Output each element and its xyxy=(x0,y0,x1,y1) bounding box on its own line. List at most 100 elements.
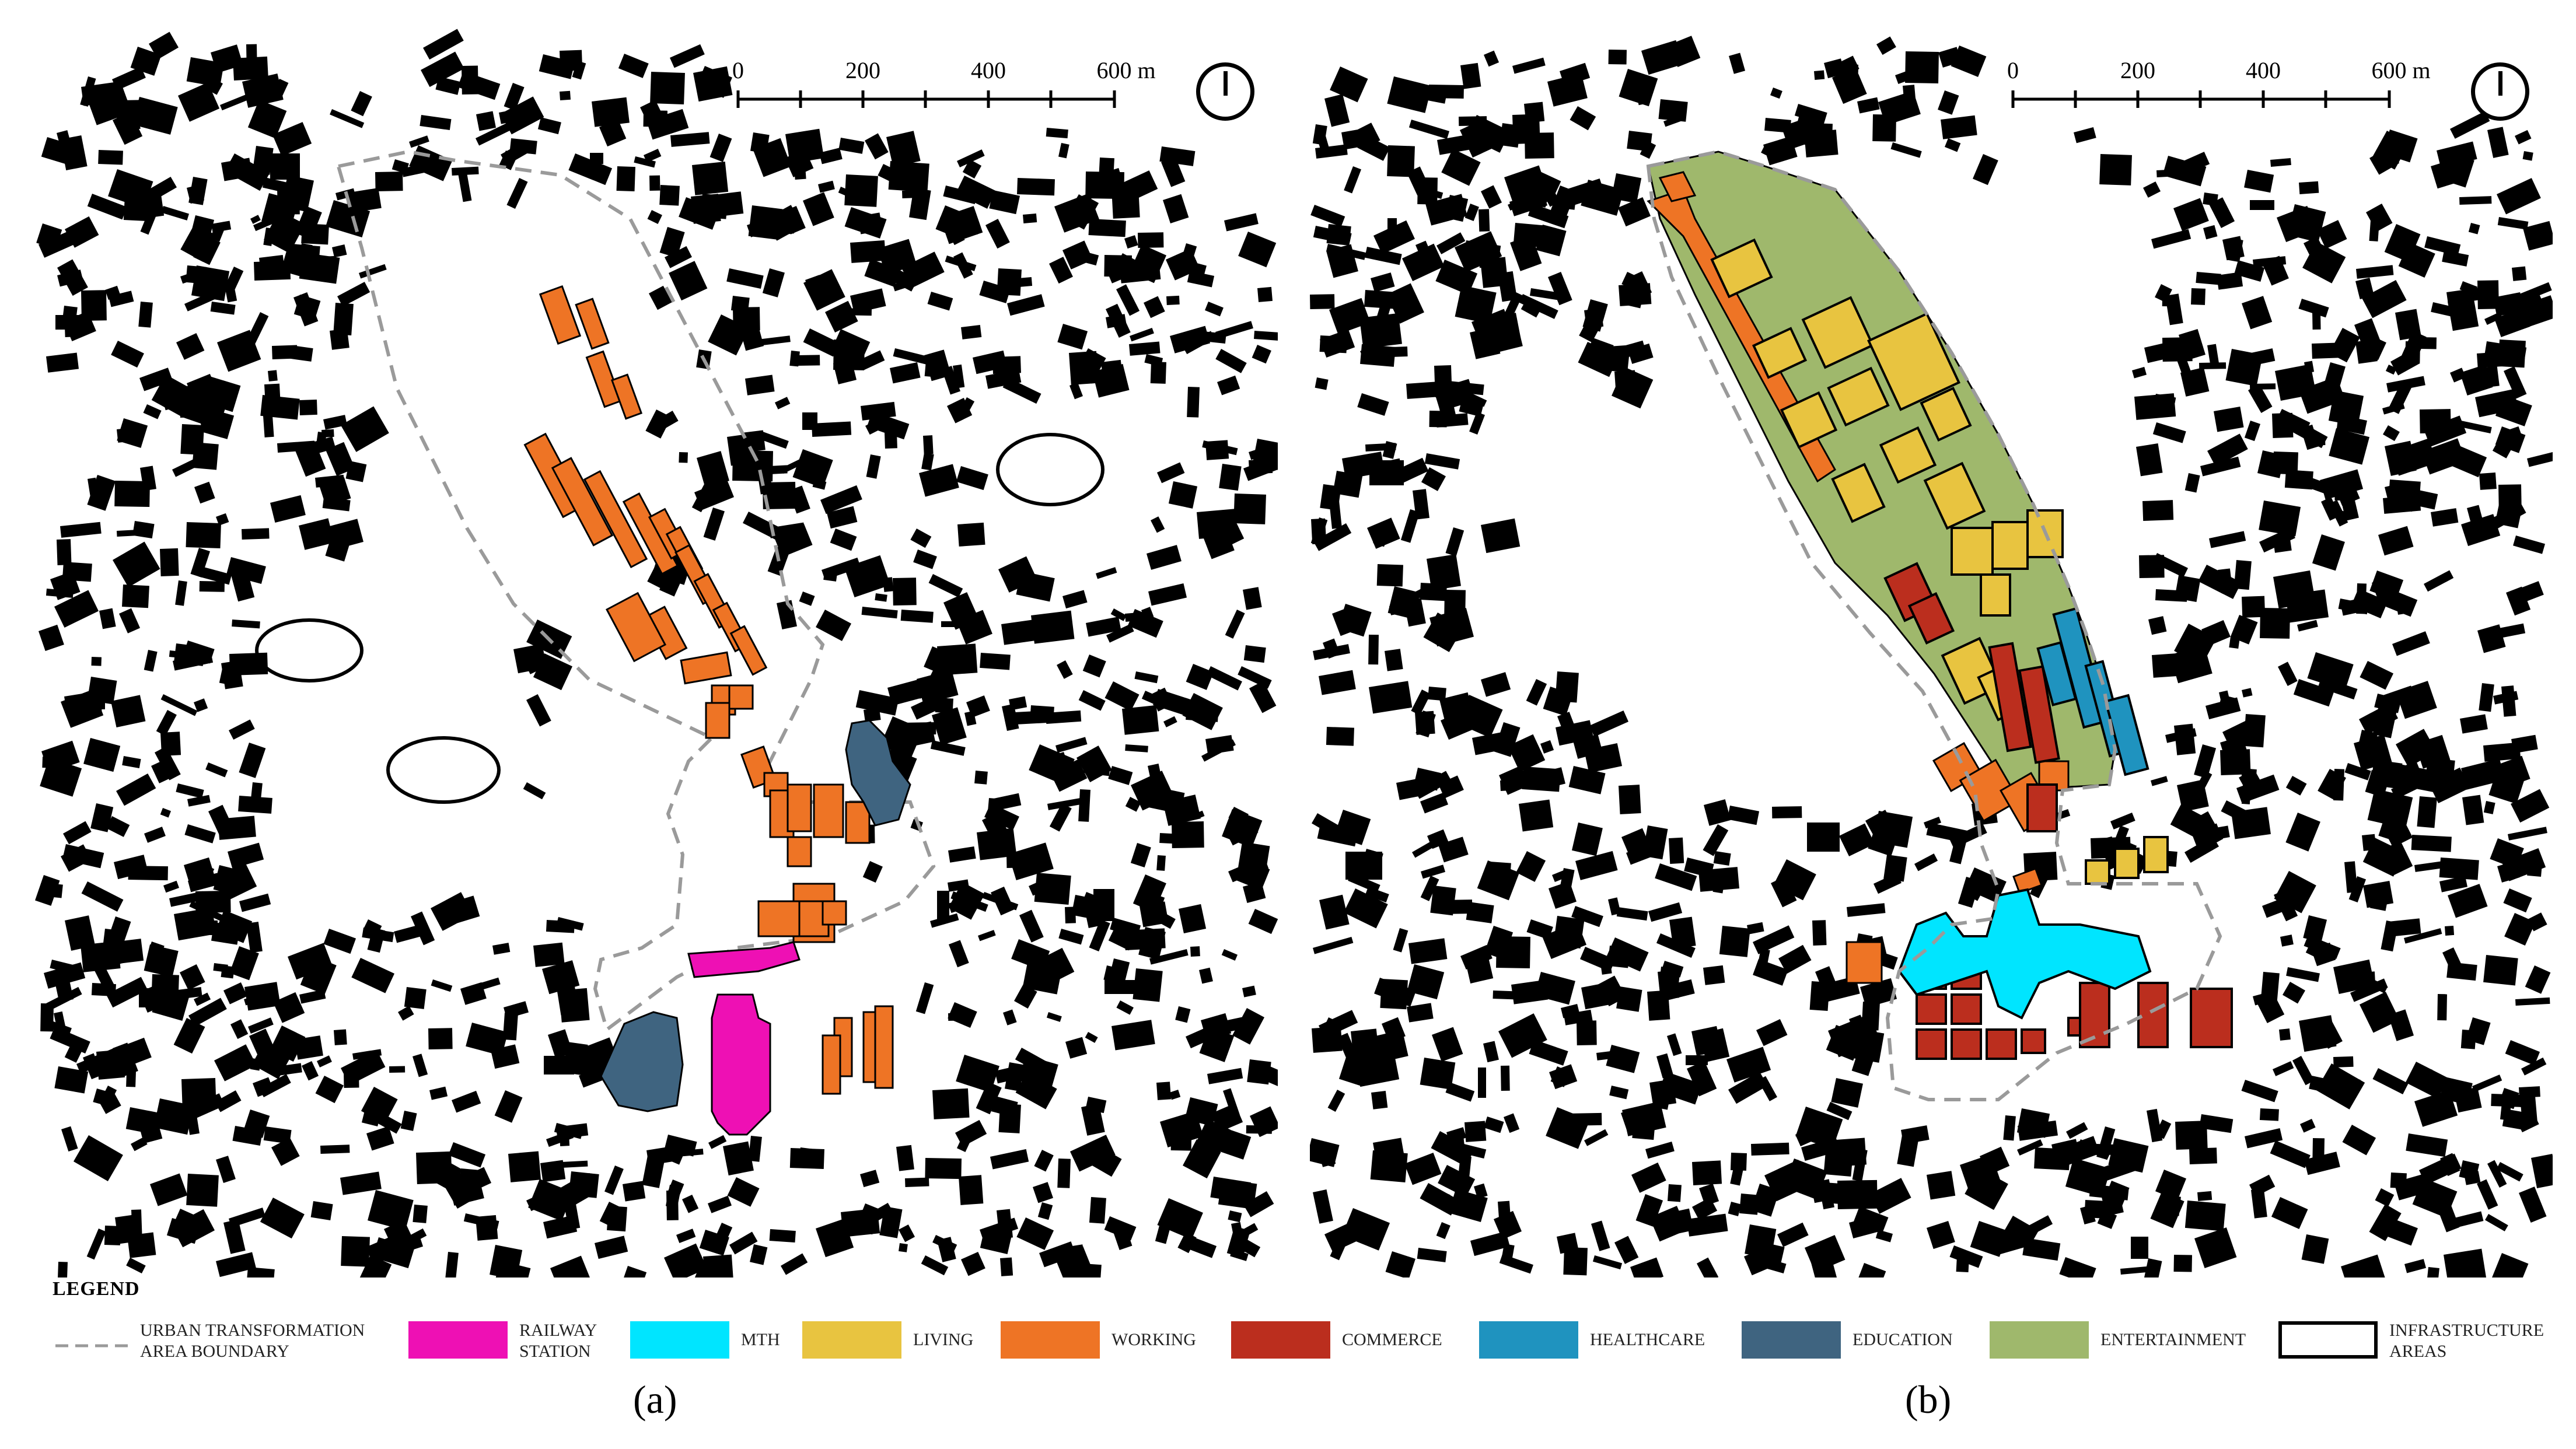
building-footprint xyxy=(1901,1125,1930,1144)
building-footprint xyxy=(1703,824,1729,856)
building-footprint xyxy=(1575,850,1618,880)
building-footprint xyxy=(935,698,953,713)
building-footprint xyxy=(2396,729,2437,768)
building-footprint xyxy=(1499,123,1521,148)
building-footprint xyxy=(221,660,243,690)
building-footprint xyxy=(2333,769,2344,801)
building-footprint xyxy=(1927,1171,1956,1200)
building-footprint xyxy=(421,51,464,88)
building-footprint xyxy=(65,915,96,951)
building-footprint xyxy=(463,1213,499,1229)
building-footprint xyxy=(1540,740,1554,754)
building-footprint xyxy=(1525,169,1561,204)
building-footprint xyxy=(1474,1183,1488,1199)
building-footprint xyxy=(919,464,959,497)
building-footprint xyxy=(1408,120,1450,139)
building-footprint xyxy=(2348,876,2367,902)
building-footprint xyxy=(103,1086,117,1099)
building-footprint xyxy=(176,783,204,799)
building-footprint xyxy=(2355,339,2378,364)
building-footprint xyxy=(506,177,528,209)
building-footprint xyxy=(726,268,764,289)
building-footprint xyxy=(2207,433,2248,467)
building-footprint xyxy=(2312,534,2345,571)
building-footprint xyxy=(1470,1231,1510,1256)
building-footprint xyxy=(2304,360,2315,373)
building-footprint xyxy=(226,557,266,584)
building-footprint xyxy=(1243,587,1262,610)
building-footprint xyxy=(2417,796,2437,828)
building-footprint xyxy=(540,1160,566,1182)
building-footprint xyxy=(1149,949,1189,965)
building-footprint xyxy=(2414,1090,2458,1127)
building-footprint xyxy=(564,1199,581,1230)
building-footprint xyxy=(546,920,575,933)
building-footprint xyxy=(2099,154,2132,186)
building-footprint xyxy=(1003,1009,1017,1026)
building-footprint xyxy=(90,803,114,832)
building-footprint xyxy=(866,454,881,479)
building-footprint xyxy=(2065,1157,2111,1198)
building-footprint xyxy=(98,150,123,165)
building-footprint xyxy=(2483,955,2518,986)
building-footprint xyxy=(2143,181,2161,198)
building-footprint xyxy=(1415,710,1435,735)
building-footprint xyxy=(1814,70,1825,80)
building-footprint xyxy=(62,306,78,317)
building-footprint xyxy=(63,821,92,845)
building-footprint xyxy=(1002,704,1019,732)
commerce-swatch xyxy=(1231,1321,1330,1359)
building-footprint xyxy=(990,1149,1029,1170)
building-footprint xyxy=(2342,1124,2376,1156)
building-footprint xyxy=(1193,810,1205,820)
building-footprint xyxy=(184,824,216,844)
building-footprint xyxy=(985,369,1022,389)
building-footprint xyxy=(1166,295,1180,305)
building-footprint xyxy=(1529,288,1562,301)
building-footprint xyxy=(1803,130,1838,158)
building-footprint xyxy=(2198,564,2242,599)
building-footprint xyxy=(1046,710,1082,724)
building-footprint xyxy=(708,1135,727,1149)
building-footprint xyxy=(1528,203,1569,229)
building-footprint xyxy=(798,355,820,366)
building-footprint xyxy=(1747,922,1764,935)
building-footprint xyxy=(803,328,840,357)
building-footprint xyxy=(1000,1257,1013,1276)
building-footprint xyxy=(1649,1206,1687,1242)
building-footprint xyxy=(2428,767,2470,804)
building-footprint xyxy=(2003,1115,2016,1141)
building-footprint xyxy=(1472,732,1507,755)
building-footprint xyxy=(109,290,134,307)
map-b-canvas xyxy=(1310,36,2553,1278)
building-footprint xyxy=(1243,881,1266,904)
building-footprint xyxy=(748,1136,762,1162)
building-footprint xyxy=(1581,982,1614,1010)
building-footprint xyxy=(122,756,141,768)
building-footprint xyxy=(2511,789,2550,823)
building-footprint xyxy=(767,547,790,576)
legend-label: INFRASTRUCTURE AREAS xyxy=(2389,1321,2544,1361)
building-footprint xyxy=(1122,705,1159,735)
building-footprint xyxy=(428,1028,453,1049)
building-footprint xyxy=(1344,166,1362,194)
building-footprint xyxy=(323,929,356,954)
building-footprint xyxy=(223,1219,246,1254)
building-footprint xyxy=(1484,50,1500,67)
building-footprint xyxy=(1965,1167,2008,1210)
building-footprint xyxy=(1436,232,1466,254)
building-footprint xyxy=(669,261,708,301)
building-footprint xyxy=(899,1243,908,1252)
building-footprint xyxy=(2378,526,2414,556)
building-footprint xyxy=(87,475,116,511)
building-footprint xyxy=(1438,775,1464,799)
building-footprint xyxy=(2336,509,2347,518)
building-footprint xyxy=(2370,760,2403,789)
building-footprint xyxy=(1078,789,1090,822)
building-footprint xyxy=(1315,377,1329,390)
building-footprint xyxy=(2244,169,2274,193)
building-footprint xyxy=(1778,944,1812,974)
building-footprint xyxy=(227,842,264,869)
building-footprint xyxy=(2493,292,2524,317)
building-footprint xyxy=(1466,115,1511,153)
